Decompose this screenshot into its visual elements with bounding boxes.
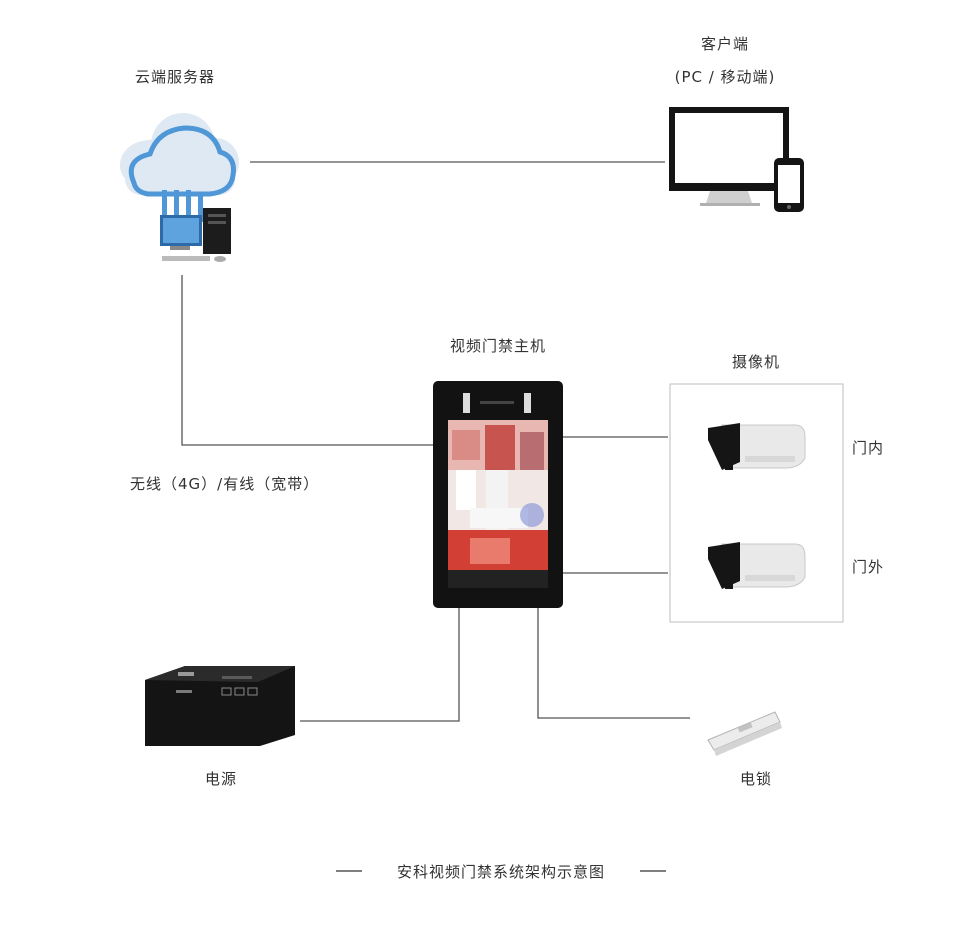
cloud-server-icon <box>120 113 239 262</box>
camera-inside-label: 门内 <box>852 439 885 457</box>
access-host-icon <box>433 381 563 608</box>
lock-label: 电锁 <box>739 770 773 788</box>
power-label: 电源 <box>204 770 238 788</box>
power-supply-icon <box>145 666 295 746</box>
network-label: 无线（4G）/有线（宽带） <box>130 475 320 493</box>
camera-label: 摄像机 <box>731 353 781 371</box>
electric-lock-icon <box>707 711 782 756</box>
cloud-server-label: 云端服务器 <box>135 68 216 86</box>
connection-lines <box>181 161 690 722</box>
cloud-to-host-line <box>181 275 433 446</box>
diagram-caption: 安科视频门禁系统架构示意图 <box>396 863 606 881</box>
camera-inside-icon <box>708 423 806 470</box>
camera-outside-icon <box>708 542 806 589</box>
host-label: 视频门禁主机 <box>449 337 547 355</box>
camera-outside-label: 门外 <box>852 558 885 576</box>
client-phone-icon <box>774 158 804 212</box>
client-monitor-icon <box>669 107 789 206</box>
host-to-lock-line <box>537 608 690 719</box>
client-label: 客户端 <box>700 35 750 53</box>
client-sublabel: (PC / 移动端) <box>674 68 776 86</box>
host-to-power-line <box>300 608 460 722</box>
